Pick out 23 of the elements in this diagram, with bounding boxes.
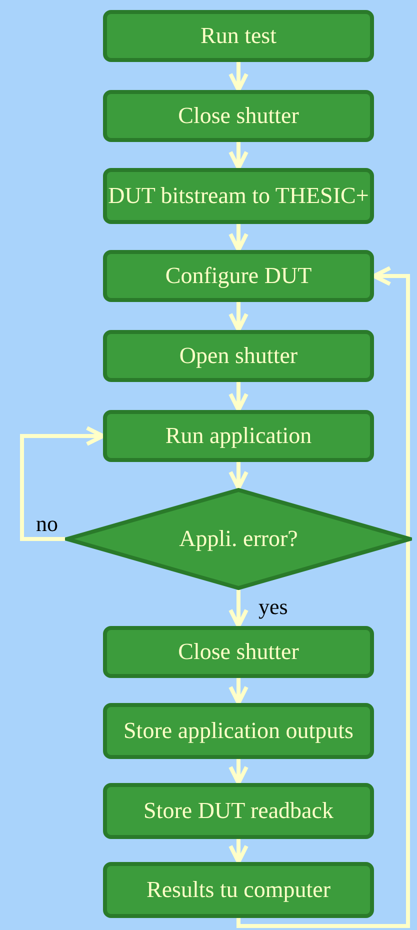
- arrow: [228, 462, 248, 490]
- arrow: [228, 302, 248, 332]
- process-box: Run application: [103, 410, 374, 462]
- arrow: [228, 839, 248, 864]
- process-box: Close shutter: [103, 626, 374, 678]
- process-box: Results tu computer: [103, 862, 374, 918]
- process-box: Store application outputs: [103, 703, 374, 759]
- arrow: [228, 678, 248, 705]
- arrow: [20, 426, 105, 541]
- process-box: Open shutter: [103, 330, 374, 382]
- arrow: [228, 224, 248, 252]
- arrow: [236, 266, 410, 928]
- process-box: Configure DUT: [103, 250, 374, 302]
- arrow: [228, 382, 248, 412]
- decision-diamond: Appli. error?: [65, 488, 412, 590]
- arrow: [228, 62, 248, 92]
- process-box: DUT bitstream to THESIC+: [103, 168, 374, 224]
- arrow: [228, 142, 248, 170]
- process-box: Close shutter: [103, 90, 374, 142]
- process-box: Store DUT readback: [103, 783, 374, 839]
- process-box: Run test: [103, 10, 374, 62]
- arrow: [228, 759, 248, 785]
- arrow: [228, 590, 248, 628]
